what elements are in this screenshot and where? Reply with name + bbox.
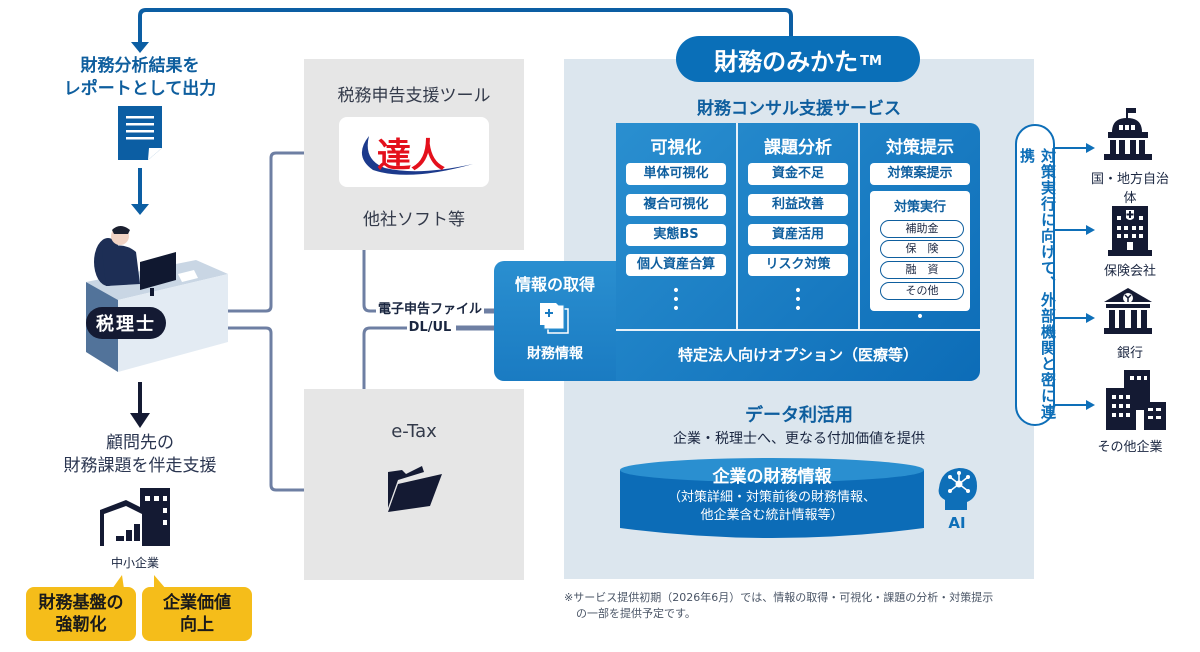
bank-icon — [1104, 288, 1152, 334]
link-tax-tool-to-info — [362, 238, 378, 313]
db-desc-line1: （対策詳細・対策前後の財務情報、 — [667, 490, 876, 505]
item-risk-measures: リスク対策 — [748, 254, 848, 276]
open-folder-icon — [388, 466, 442, 512]
exec-item-loan: 融 資 — [880, 261, 964, 279]
tatsujin-logo-text: 達人 — [377, 135, 445, 176]
feedback-arrow-line — [138, 8, 793, 44]
exec-item-subsidy: 補助金 — [880, 220, 964, 238]
external-cooperation-pill: 対策実行に向けて、外部機関と密に連携 — [1015, 124, 1057, 426]
benefit-1-line1: 財務基盤の — [38, 593, 124, 613]
service-footnote: ※サービス提供初期（2026年6月）では、情報の取得・可視化・課題の分析・対策提… — [564, 590, 1034, 622]
feedback-arrowhead — [131, 42, 149, 53]
support-caption-line2: 財務課題を伴走支援 — [63, 456, 217, 476]
tax-accountant-badge: 税理士 — [86, 307, 166, 339]
financial-documents-icon — [540, 303, 569, 334]
item-asset-utilization: 資産活用 — [748, 224, 848, 246]
item-measure-proposal: 対策案提示 — [870, 163, 970, 185]
down-arrow-shaft-1 — [138, 168, 142, 206]
arrowhead-insurer — [1086, 225, 1095, 235]
more-items-ellipsis: • — [915, 309, 925, 325]
arrowhead-bank — [1086, 313, 1095, 323]
tax-filing-tool-box: 税務申告支援ツール 達人 他社ソフト等 — [304, 59, 524, 250]
other-software-label: 他社ソフト等 — [363, 210, 465, 230]
grid-frame: 可視化 単体可視化 複合可視化 実態BS 個人資産合算 ••• 課題分析 資金不… — [616, 123, 980, 381]
org-label-insurer: 保険会社 — [1103, 264, 1156, 279]
support-caption-line1: 顧問先の — [106, 433, 174, 453]
execution-title: 対策実行 — [893, 200, 946, 215]
e-filing-transfer-label: 電子申告ファイル DL/UL — [370, 301, 490, 337]
down-arrow-shaft-2 — [138, 382, 142, 416]
benefit-financial-resilience: 財務基盤の 強靭化 — [26, 587, 136, 641]
office-buildings-icon — [1106, 370, 1166, 430]
financial-database-cylinder — [620, 458, 924, 538]
financial-info-label: 財務情報 — [527, 346, 583, 362]
consulting-service-title: 財務コンサル支援サービス — [697, 99, 901, 119]
column-divider-1 — [736, 123, 738, 329]
info-acquisition-box: 情報の取得 財務情報 — [494, 261, 616, 381]
trademark-mark: TM — [860, 53, 882, 69]
tax-accountant-desk-illustration — [86, 226, 228, 372]
hospital-building-icon — [1108, 206, 1152, 256]
link-etax-to-info — [362, 326, 412, 395]
item-combined-visualization: 複合可視化 — [626, 194, 726, 216]
column-visualization-title: 可視化 — [650, 138, 702, 158]
brand-name: 財務のみかた — [714, 47, 859, 76]
more-items-ellipsis: ••• — [793, 283, 803, 317]
item-actual-bs: 実態BS — [626, 224, 726, 246]
more-items-ellipsis: ••• — [671, 283, 681, 317]
footnote-line2: の一部を提供予定です。 — [576, 607, 696, 620]
org-label-other-companies: その他企業 — [1097, 440, 1163, 455]
transfer-label-line2: DL/UL — [406, 319, 454, 337]
report-output-caption: 財務分析結果を レポートとして出力 — [40, 55, 240, 101]
report-caption-line1: 財務分析結果を — [80, 56, 200, 76]
data-utilization-subtitle: 企業・税理士へ、更なる付加価値を提供 — [673, 431, 925, 447]
footnote-line1: ※サービス提供初期（2026年6月）では、情報の取得・可視化・課題の分析・対策提… — [564, 591, 994, 604]
etax-title: e-Tax — [391, 421, 437, 442]
database-title: 企業の財務情報 — [712, 467, 832, 487]
info-acquisition-title: 情報の取得 — [514, 275, 595, 294]
database-description: （対策詳細・対策前後の財務情報、 他企業含む統計情報等） — [618, 489, 926, 525]
column-measures-title: 対策提示 — [886, 138, 954, 158]
etax-box: e-Tax — [304, 389, 524, 580]
tatsujin-logo[interactable]: 達人 — [339, 117, 489, 187]
column-divider-2 — [858, 123, 860, 329]
transfer-label-line1: 電子申告ファイル — [375, 301, 484, 319]
exec-item-insurance: 保 険 — [880, 240, 964, 258]
ai-label: AI — [948, 514, 966, 532]
item-single-visualization: 単体可視化 — [626, 163, 726, 185]
specific-corporation-option: 特定法人向けオプション（医療等） — [677, 346, 918, 364]
branch-to-tax-tool — [228, 151, 316, 313]
report-caption-line2: レポートとして出力 — [63, 79, 217, 99]
tax-tool-title: 税務申告支援ツール — [337, 86, 491, 106]
down-arrowhead-1 — [131, 204, 149, 215]
exec-item-other: その他 — [880, 282, 964, 300]
option-divider — [616, 329, 980, 331]
item-profit-improvement: 利益改善 — [748, 194, 848, 216]
benefit-2-line1: 企業価値 — [163, 593, 231, 613]
item-cash-shortage: 資金不足 — [748, 163, 848, 185]
benefit-2-line2: 向上 — [180, 615, 214, 635]
org-label-government: 国・地方自治体 — [1090, 172, 1169, 206]
item-personal-assets: 個人資産合算 — [626, 254, 726, 276]
column-issue-analysis-title: 課題分析 — [764, 138, 832, 158]
data-utilization-title: データ利活用 — [745, 405, 853, 426]
sme-label: 中小企業 — [110, 556, 159, 570]
benefit-2-pointer — [154, 575, 166, 589]
cooperation-text: 対策実行に向けて、外部機関と密に連携 — [1018, 148, 1057, 420]
sme-factory-icon — [100, 488, 170, 546]
report-document-icon — [118, 106, 162, 160]
arrowhead-other — [1086, 400, 1095, 410]
org-label-bank: 銀行 — [1116, 346, 1143, 361]
advisory-support-caption: 顧問先の 財務課題を伴走支援 — [40, 432, 240, 478]
government-building-icon — [1104, 108, 1152, 160]
benefit-corporate-value: 企業価値 向上 — [142, 587, 252, 641]
down-arrowhead-2 — [130, 413, 150, 428]
db-desc-line2: 他企業含む統計情報等） — [700, 508, 844, 523]
benefit-1-line2: 強靭化 — [55, 615, 107, 635]
ai-head-icon — [938, 468, 977, 510]
branch-to-etax — [228, 326, 316, 492]
benefit-1-pointer — [112, 575, 124, 589]
arrowhead-gov — [1086, 143, 1095, 153]
